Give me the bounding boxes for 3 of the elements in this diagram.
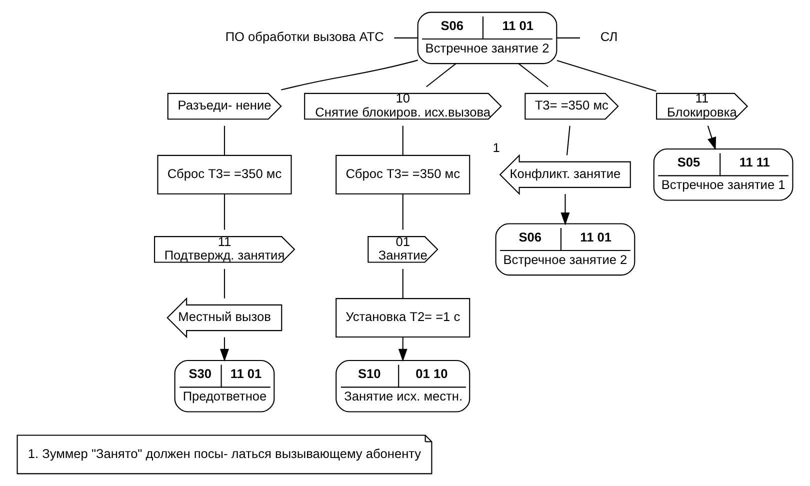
node-text: СЛ bbox=[600, 29, 618, 44]
node-text: ПО обработки вызова АТС bbox=[225, 29, 384, 44]
node-label: 1 bbox=[492, 140, 500, 155]
